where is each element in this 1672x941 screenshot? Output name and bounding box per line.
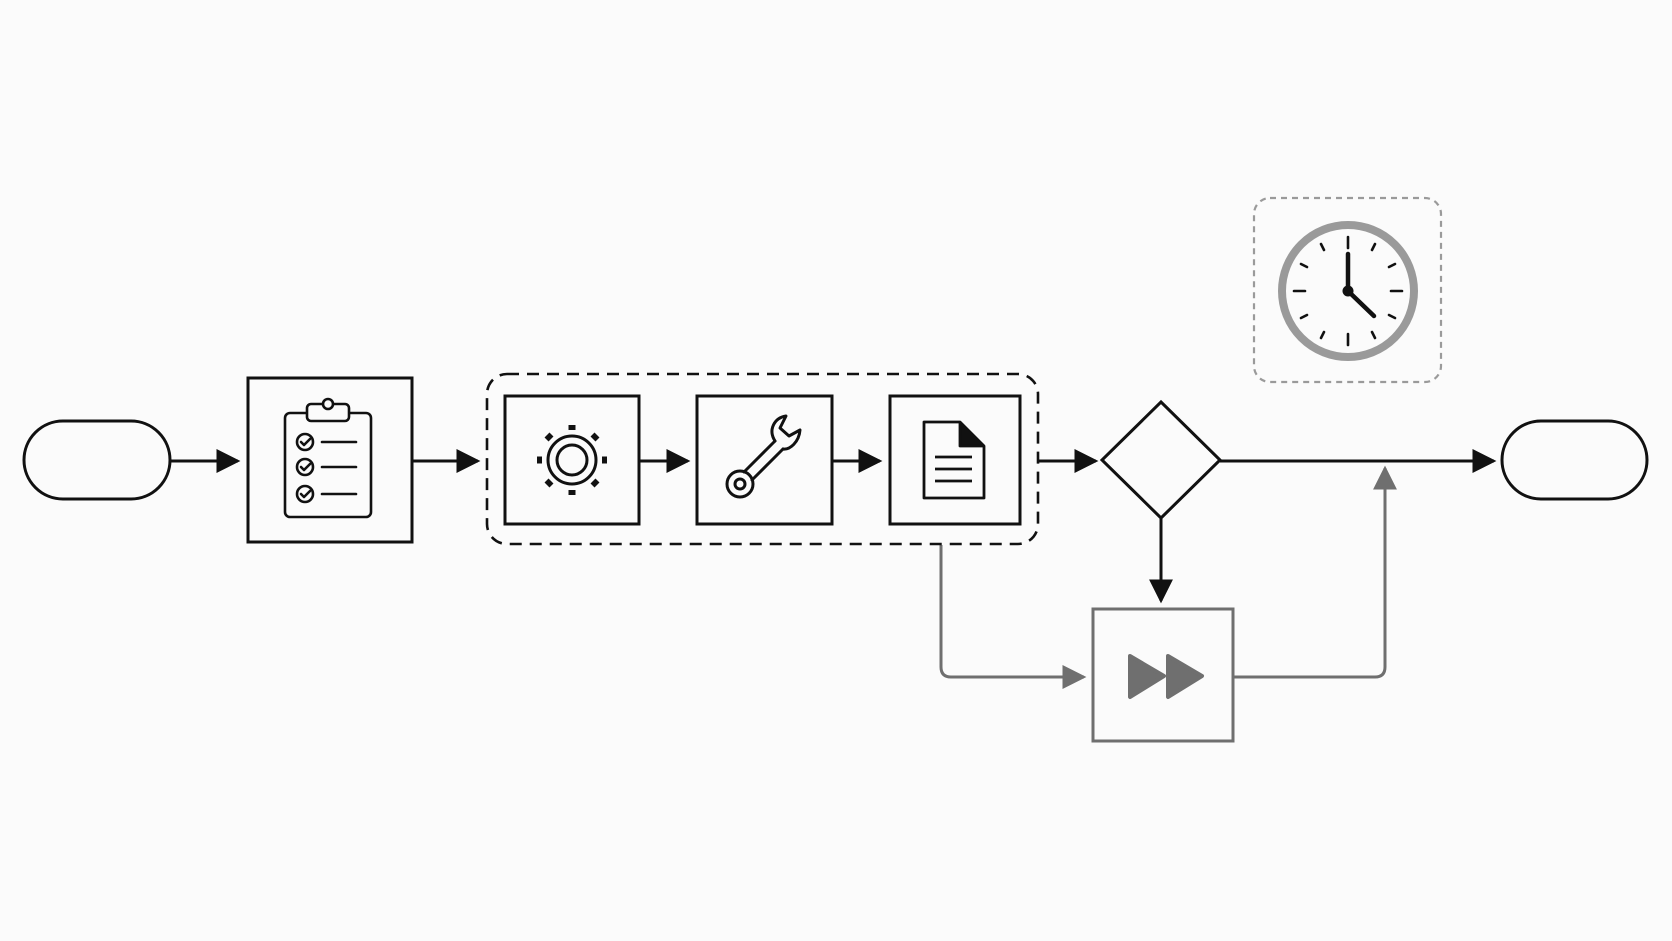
document-icon (922, 420, 986, 500)
clock-icon (1278, 221, 1418, 361)
fast-forward-icon (1128, 654, 1204, 699)
repair-process[interactable] (695, 394, 834, 526)
timer-event[interactable] (1252, 196, 1443, 384)
fast-forward-process[interactable] (1091, 607, 1235, 743)
checklist-process[interactable] (246, 376, 414, 544)
end-terminator[interactable] (1500, 419, 1649, 501)
document-process[interactable] (888, 394, 1022, 526)
wrench-icon (725, 414, 802, 499)
config-process[interactable] (503, 394, 641, 526)
gear-icon (537, 425, 607, 495)
edges (170, 449, 1497, 689)
edge-subprocess-to-fast-forward (939, 545, 1087, 689)
subprocess-group (485, 372, 1040, 546)
clipboard-checklist-icon (283, 397, 373, 519)
edge-fast-forward-to-end (1233, 465, 1397, 679)
decision-gateway[interactable] (1099, 399, 1223, 521)
start-terminator[interactable] (22, 419, 172, 501)
